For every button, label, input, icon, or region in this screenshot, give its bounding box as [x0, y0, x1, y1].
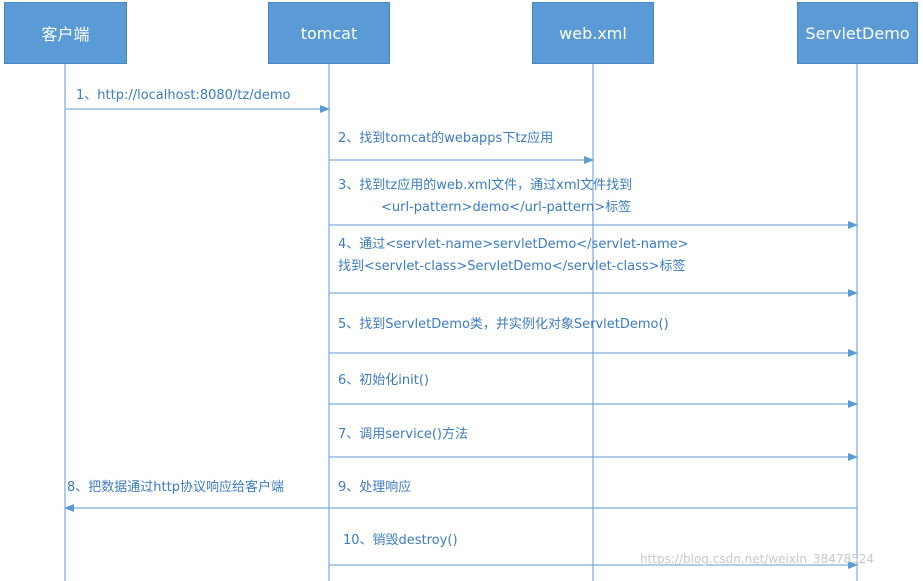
participant-client-label: 客户端	[41, 25, 90, 44]
participant-servlet-label: ServletDemo	[805, 23, 910, 43]
participant-client: 客户端	[4, 2, 127, 64]
participant-tomcat-label: tomcat	[300, 23, 358, 43]
message-3-label-line2: <url-pattern>demo</url-pattern>标签	[381, 200, 632, 215]
message-4-label-line2: 找到<servlet-class>ServletDemo</servlet-cl…	[338, 259, 686, 274]
message-10-label: 10、销毁destroy()	[343, 533, 458, 548]
participant-servlet: ServletDemo	[797, 2, 918, 64]
message-3-label-line1: 3、找到tz应用的web.xml文件，通过xml文件找到	[338, 178, 633, 193]
message-8-label: 8、把数据通过http协议响应给客户端	[67, 480, 284, 495]
message-4-label-line1: 4、通过<servlet-name>servletDemo</servlet-n…	[338, 237, 689, 252]
message-2-label: 2、找到tomcat的webapps下tz应用	[338, 131, 554, 146]
message-9-label: 9、处理响应	[338, 480, 412, 495]
participant-webxml: web.xml	[532, 2, 654, 64]
participant-webxml-label: web.xml	[559, 23, 627, 43]
message-6-label: 6、初始化init()	[338, 373, 429, 388]
message-1-label: 1、http://localhost:8080/tz/demo	[76, 88, 291, 103]
message-7-label: 7、调用service()方法	[338, 427, 468, 442]
message-5-label: 5、找到ServletDemo类，并实例化对象ServletDemo()	[338, 317, 669, 332]
watermark: https://blog.csdn.net/weixin_38478524	[640, 552, 875, 566]
participant-tomcat: tomcat	[268, 2, 390, 64]
